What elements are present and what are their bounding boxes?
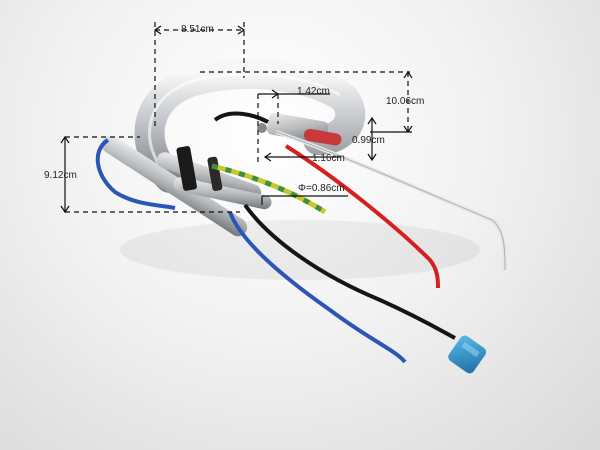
dimension-tip-length-label: 1.16cm bbox=[312, 153, 345, 164]
black-wire-top bbox=[213, 111, 269, 124]
tube-left-3 bbox=[173, 177, 272, 210]
dimension-height-right-label: 10.06cm bbox=[386, 96, 425, 107]
ground-wire-stripes bbox=[211, 163, 327, 215]
dimension-small-gap-label: 0.99cm bbox=[352, 135, 385, 146]
dimension-lines bbox=[60, 22, 413, 214]
strap bbox=[176, 146, 197, 191]
blue-wire-left bbox=[95, 138, 176, 210]
dimension-height-left-label: 9.12cm bbox=[44, 170, 77, 181]
dimension-width-label: 8.51cm bbox=[181, 24, 214, 35]
red-cap bbox=[303, 128, 342, 146]
tube-highlight bbox=[148, 72, 341, 180]
blue-wire bbox=[228, 211, 407, 364]
shadow bbox=[120, 220, 480, 280]
dimension-diameter-label: Φ=0.86cm bbox=[298, 183, 345, 194]
strap-2 bbox=[207, 156, 223, 192]
white-wire-edge bbox=[275, 131, 506, 271]
black-wire bbox=[243, 203, 456, 340]
blue-connector bbox=[448, 335, 487, 374]
red-wire bbox=[284, 144, 440, 289]
dimension-pipe-offset-label: 1.42cm bbox=[297, 86, 330, 97]
screw bbox=[257, 123, 267, 133]
